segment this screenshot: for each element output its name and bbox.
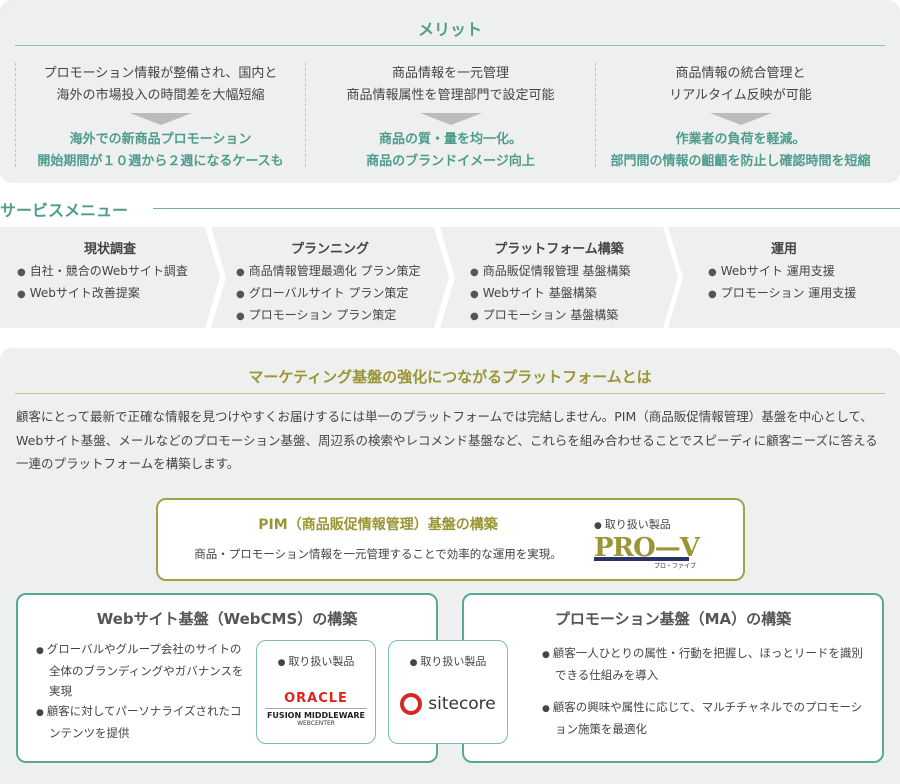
arrow-down-icon (129, 113, 192, 125)
prov-logo-sub: プロ・ファイブ (654, 563, 697, 570)
step-item: グローバルサイト プラン策定 (236, 283, 449, 305)
oracle-line2: WEBCENTER (297, 720, 335, 727)
service-step-build: プラットフォーム構築 商品販促情報管理 基盤構築Webサイト 基盤構築プロモーシ… (440, 227, 678, 328)
step-item: Webサイト 基盤構築 (470, 283, 678, 305)
product-oracle: 取り扱い製品 ORACLE FUSION MIDDLEWARE WEBCENTE… (256, 640, 376, 744)
step-title: プラットフォーム構築 (494, 242, 624, 257)
step-title: 運用 (770, 242, 797, 257)
service-step-operation: 運用 Webサイト 運用支援プロモーション 運用支援 (668, 227, 900, 328)
ma-card: プロモーション基盤（MA）の構築 顧客一人ひとりの属性・行動を把握し、ほっとリー… (462, 593, 884, 763)
step-item: 商品情報管理最適化 プラン策定 (236, 261, 449, 283)
products-label: 取り扱い製品 (594, 516, 671, 532)
merit-column: プロモーション情報が整備され、国内と 海外の市場投入の時間差を大幅短縮 海外での… (15, 63, 305, 169)
merit-result: 作業者の負荷を軽減。 部門間の情報の齟齬を防止し確認時間を短縮 (610, 132, 871, 169)
divider (15, 45, 885, 46)
divider (15, 393, 885, 394)
sitecore-logo: sitecore (428, 694, 496, 714)
platform-description: 顧客にとって最新で正確な情報を見つけやすくお届けするには単一のプラットフォームで… (16, 409, 878, 471)
pim-title: PIM（商品販促情報管理）基盤の構築 (258, 517, 498, 533)
ma-title: プロモーション基盤（MA）の構築 (554, 610, 792, 628)
oracle-logo: ORACLE (284, 691, 348, 706)
divider (153, 208, 900, 209)
pim-card: PIM（商品販促情報管理）基盤の構築 商品・プロモーション情報を一元管理すること… (156, 498, 745, 581)
webcms-item: 顧客に対してパーソナライズされたコンテンツを提供 (36, 701, 246, 743)
merit-column: 商品情報を一元管理 商品情報属性を管理部門で設定可能 商品の質・量を均一化。 商… (305, 63, 595, 169)
step-item: プロモーション 基盤構築 (470, 305, 678, 327)
platform-title: マーケティング基盤の強化につながるプラットフォームとは (248, 368, 652, 386)
step-item: 商品販促情報管理 基盤構築 (470, 261, 678, 283)
products-label: 取り扱い製品 (389, 653, 507, 669)
service-step-survey: 現状調査 自社・競合のWebサイト調査Webサイト改善提案 (0, 227, 220, 328)
merit-text: 商品情報の統合管理と リアルタイム反映が可能 (669, 66, 812, 103)
service-menu-title: サービスメニュー (0, 201, 129, 220)
ma-item: 顧客の興味や属性に応じて、マルチチャネルでのプロモーション施策を最適化 (542, 697, 872, 739)
step-title: プランニング (290, 242, 369, 257)
webcms-item: グローバルやグループ会社のサイトの全体のブランディングやガバナンスを実現 (36, 639, 246, 701)
merit-column: 商品情報の統合管理と リアルタイム反映が可能 作業者の負荷を軽減。 部門間の情報… (595, 63, 885, 169)
prov-logo: PRO—V プロ・ファイブ (594, 533, 714, 573)
step-item: Webサイト 運用支援 (708, 261, 900, 283)
merit-title: メリット (417, 20, 482, 39)
logo-bar (594, 557, 689, 561)
step-item: Webサイト改善提案 (17, 283, 220, 305)
arrow-down-icon (709, 113, 772, 125)
ma-item: 顧客一人ひとりの属性・行動を把握し、ほっとリードを識別できる仕組みを導入 (542, 643, 872, 685)
step-title: 現状調査 (83, 242, 136, 257)
products-label: 取り扱い製品 (257, 653, 375, 669)
prov-logo-text: PRO—V (594, 533, 700, 563)
webcms-title: Webサイト基盤（WebCMS）の構築 (96, 610, 358, 628)
service-step-planning: プランニング 商品情報管理最適化 プラン策定グローバルサイト プラン策定プロモー… (211, 227, 449, 328)
step-item: 自社・競合のWebサイト調査 (17, 261, 220, 283)
webcms-card: Webサイト基盤（WebCMS）の構築 グローバルやグループ会社のサイトの全体の… (16, 593, 508, 763)
merit-text: 商品情報を一元管理 商品情報属性を管理部門で設定可能 (346, 66, 555, 103)
merit-result: 商品の質・量を均一化。 商品のブランドイメージ向上 (366, 132, 535, 169)
sitecore-logo-icon (400, 693, 423, 715)
pim-description: 商品・プロモーション情報を一元管理することで効率的な運用を実現。 (194, 547, 562, 561)
step-item: プロモーション 運用支援 (708, 283, 900, 305)
step-item: プロモーション プラン策定 (236, 305, 449, 327)
merit-text: プロモーション情報が整備され、国内と 海外の市場投入の時間差を大幅短縮 (43, 66, 278, 103)
merit-section: メリット プロモーション情報が整備され、国内と 海外の市場投入の時間差を大幅短縮… (0, 0, 900, 183)
arrow-down-icon (419, 113, 482, 125)
oracle-line1: FUSION MIDDLEWARE (266, 711, 366, 720)
product-sitecore: 取り扱い製品 sitecore (388, 640, 508, 744)
merit-result: 海外での新商品プロモーション 開始期間が１０週から２週になるケースも (37, 132, 284, 169)
